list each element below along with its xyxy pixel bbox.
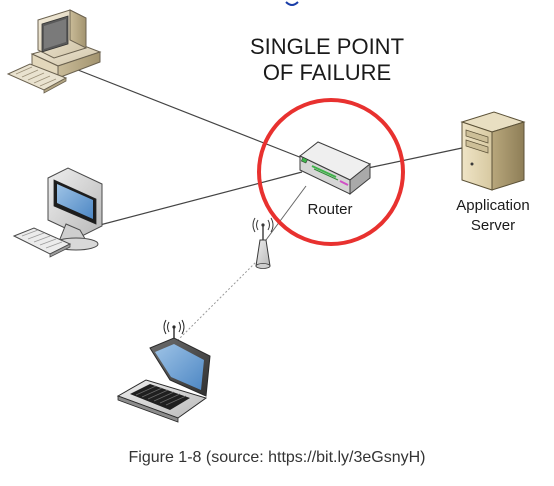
laptop-computer	[116, 319, 211, 423]
router-label: Router	[307, 201, 352, 218]
wireless-link-to-laptop	[173, 259, 259, 345]
application-server	[460, 111, 526, 191]
figure-caption: Figure 1-8 (source: https://bit.ly/3eGsn…	[129, 449, 426, 466]
desktop-computer-middle	[12, 167, 103, 258]
desktop-computer-top	[6, 9, 102, 94]
wifi-signal-icon	[252, 217, 274, 233]
heading-line-2: OF FAILURE	[263, 60, 391, 85]
wireless-access-point	[252, 217, 274, 269]
link-router-to-server	[367, 147, 463, 169]
link-router-to-access-point	[265, 185, 307, 241]
failure-highlight-circle	[257, 98, 405, 246]
top-accent-mark	[285, 1, 299, 6]
router-device	[299, 141, 371, 196]
server-label-line-2: Server	[471, 217, 515, 234]
server-label-line-1: Application	[456, 197, 529, 214]
heading-line-1: SINGLE POINT	[250, 34, 404, 59]
link-desktop-mid-to-router	[95, 171, 303, 227]
wifi-signal-icon	[163, 319, 185, 335]
